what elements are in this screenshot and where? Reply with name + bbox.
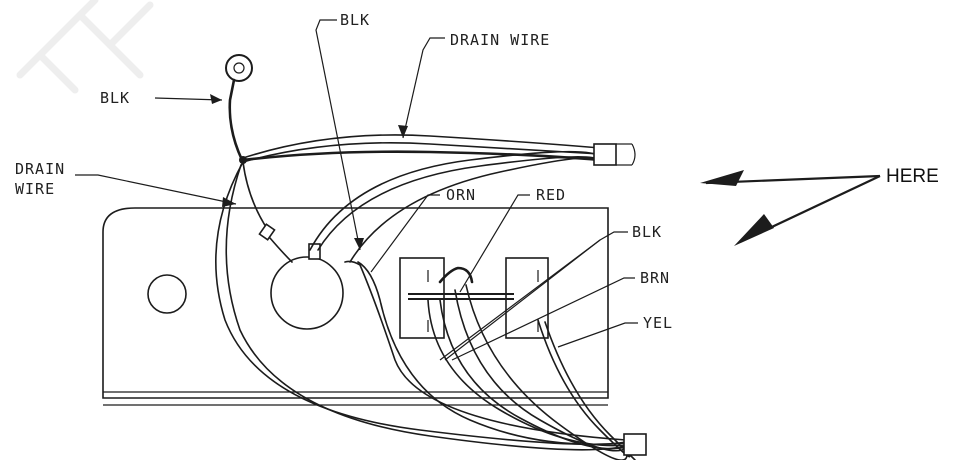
label-drain-wire-left-line1: DRAIN [15, 160, 65, 178]
label-blk-right: BLK [632, 223, 662, 241]
mounting-bracket [102, 207, 609, 406]
connector-blocks [399, 257, 549, 339]
label-drain-wire-left-line2: WIRE [15, 180, 55, 198]
label-drain-wire-top: DRAIN WIRE [450, 31, 550, 49]
leader-lines [75, 19, 638, 361]
round-component [270, 243, 344, 330]
upper-cable-bundle [241, 134, 602, 263]
watermark [16, 0, 154, 94]
label-here: HERE [886, 166, 939, 187]
arrow-left-icon [700, 170, 744, 186]
component-lead [242, 161, 293, 263]
label-red: RED [536, 186, 566, 204]
lower-cable-bundle [344, 260, 636, 461]
bottom-right-connector [623, 433, 647, 456]
mounting-hole [147, 274, 187, 314]
ring-terminal [225, 54, 253, 162]
arrow-down-left-icon [734, 214, 774, 246]
label-blk-left: BLK [100, 89, 130, 107]
label-brn: BRN [640, 269, 670, 287]
component-terminal [308, 243, 321, 260]
label-orn: ORN [446, 186, 476, 204]
label-blk-top: BLK [340, 11, 370, 29]
label-yel: YEL [643, 314, 673, 332]
here-arrows [700, 170, 881, 246]
top-right-connector [593, 143, 636, 166]
drain-wire-loop [215, 161, 627, 451]
